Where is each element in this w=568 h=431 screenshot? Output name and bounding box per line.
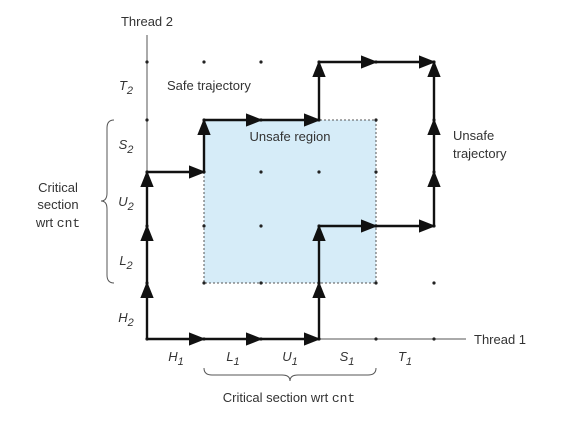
y-tick-l2: L2 <box>119 253 132 272</box>
x-critical-brace <box>203 367 377 382</box>
grid-point <box>145 118 149 122</box>
y-tick-labels: H2 L2 U2 S2 T2 <box>118 78 134 329</box>
y-critical-label-line3: wrt cnt <box>35 215 80 231</box>
x-tick-t1: T1 <box>398 349 412 368</box>
safe-trajectory-label: Safe trajectory <box>167 78 251 93</box>
grid-point <box>374 337 378 341</box>
grid-point <box>374 281 378 285</box>
grid-point <box>259 224 263 228</box>
unsafe-trajectory-path <box>147 60 441 346</box>
grid-point <box>259 60 263 64</box>
y-critical-brace <box>100 119 115 284</box>
x-tick-u1: U1 <box>282 349 298 368</box>
unsafe-region-label: Unsafe region <box>250 129 331 144</box>
y-axis-title: Thread 2 <box>121 14 173 29</box>
grid-point <box>432 337 436 341</box>
grid-point <box>145 60 149 64</box>
grid-point <box>317 170 321 174</box>
unsafe-trajectory-label-line2: trajectory <box>453 146 507 161</box>
x-tick-l1: L1 <box>226 349 239 368</box>
x-axis-title: Thread 1 <box>474 332 526 347</box>
unsafe-trajectory-label-line1: Unsafe <box>453 128 494 143</box>
y-tick-h2: H2 <box>118 310 134 329</box>
grid-point <box>374 118 378 122</box>
grid-point <box>202 60 206 64</box>
y-critical-label-line2: section <box>37 197 78 212</box>
grid-point <box>374 170 378 174</box>
x-tick-h1: H1 <box>168 349 184 368</box>
y-tick-u2: U2 <box>118 194 134 213</box>
grid-point <box>432 281 436 285</box>
grid-point <box>259 170 263 174</box>
x-tick-labels: H1 L1 U1 S1 T1 <box>168 349 412 368</box>
x-tick-s1: S1 <box>340 349 355 368</box>
x-critical-label: Critical section wrt cnt <box>223 390 355 406</box>
y-critical-label-line1: Critical <box>38 180 78 195</box>
grid-point <box>202 281 206 285</box>
grid-point <box>202 224 206 228</box>
safe-trajectory-path <box>140 55 436 339</box>
grid-point <box>259 281 263 285</box>
y-tick-s2: S2 <box>119 137 134 156</box>
unsafe-region <box>203 119 377 284</box>
y-tick-t2: T2 <box>119 78 133 97</box>
